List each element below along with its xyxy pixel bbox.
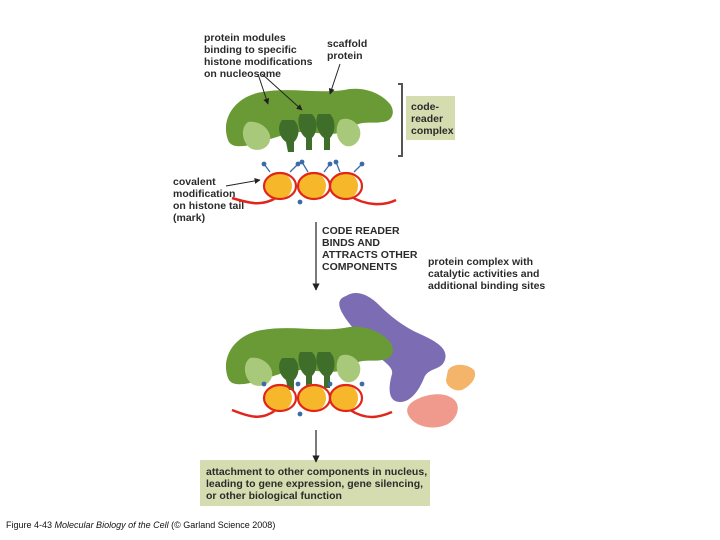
label-covalent-modification: covalent modification on histone tail (m… xyxy=(173,176,245,224)
label-scaffold-protein: scaffold protein xyxy=(327,38,368,62)
caption-figure-number: Figure 4-43 xyxy=(6,520,53,530)
callout-covalent xyxy=(225,177,261,187)
module-dark-1-top xyxy=(279,120,299,152)
code-reader-complex-bottom xyxy=(225,293,476,428)
caption-credit: (© Garland Science 2008) xyxy=(171,520,276,530)
callout-protein-modules-1 xyxy=(257,73,270,105)
module-light-right-bottom xyxy=(336,354,361,383)
module-light-left-bottom xyxy=(244,357,273,386)
caption-book-title: Molecular Biology of the Cell xyxy=(54,520,169,530)
label-attachment: attachment to other components in nucleu… xyxy=(206,466,428,502)
nucleosomes-top xyxy=(225,159,397,206)
callout-protein-modules-2 xyxy=(261,73,303,111)
label-protein-complex: protein complex with catalytic activitie… xyxy=(428,256,546,292)
module-dark-3-bottom xyxy=(316,352,335,388)
module-light-left-top xyxy=(242,121,271,150)
figure-caption: Figure 4-43 Molecular Biology of the Cel… xyxy=(6,520,275,530)
attachment-box xyxy=(200,460,430,506)
code-reader-label-box xyxy=(406,96,455,140)
module-dark-2-top xyxy=(298,114,317,150)
module-dark-3-top xyxy=(316,114,335,150)
module-dark-2-bottom xyxy=(298,352,317,388)
callout-scaffold xyxy=(328,63,341,95)
code-reader-bracket xyxy=(398,83,403,157)
label-code-reader-complex: code- reader complex xyxy=(411,101,454,137)
binding-site-pink xyxy=(407,394,458,428)
code-reader-complex-top xyxy=(225,63,403,157)
binding-site-peach xyxy=(446,364,476,391)
nucleosomes-bottom xyxy=(231,381,393,419)
label-code-reader-binds: CODE READER BINDS AND ATTRACTS OTHER COM… xyxy=(322,225,418,273)
module-light-right-top xyxy=(336,118,361,147)
module-dark-1-bottom xyxy=(279,358,299,390)
